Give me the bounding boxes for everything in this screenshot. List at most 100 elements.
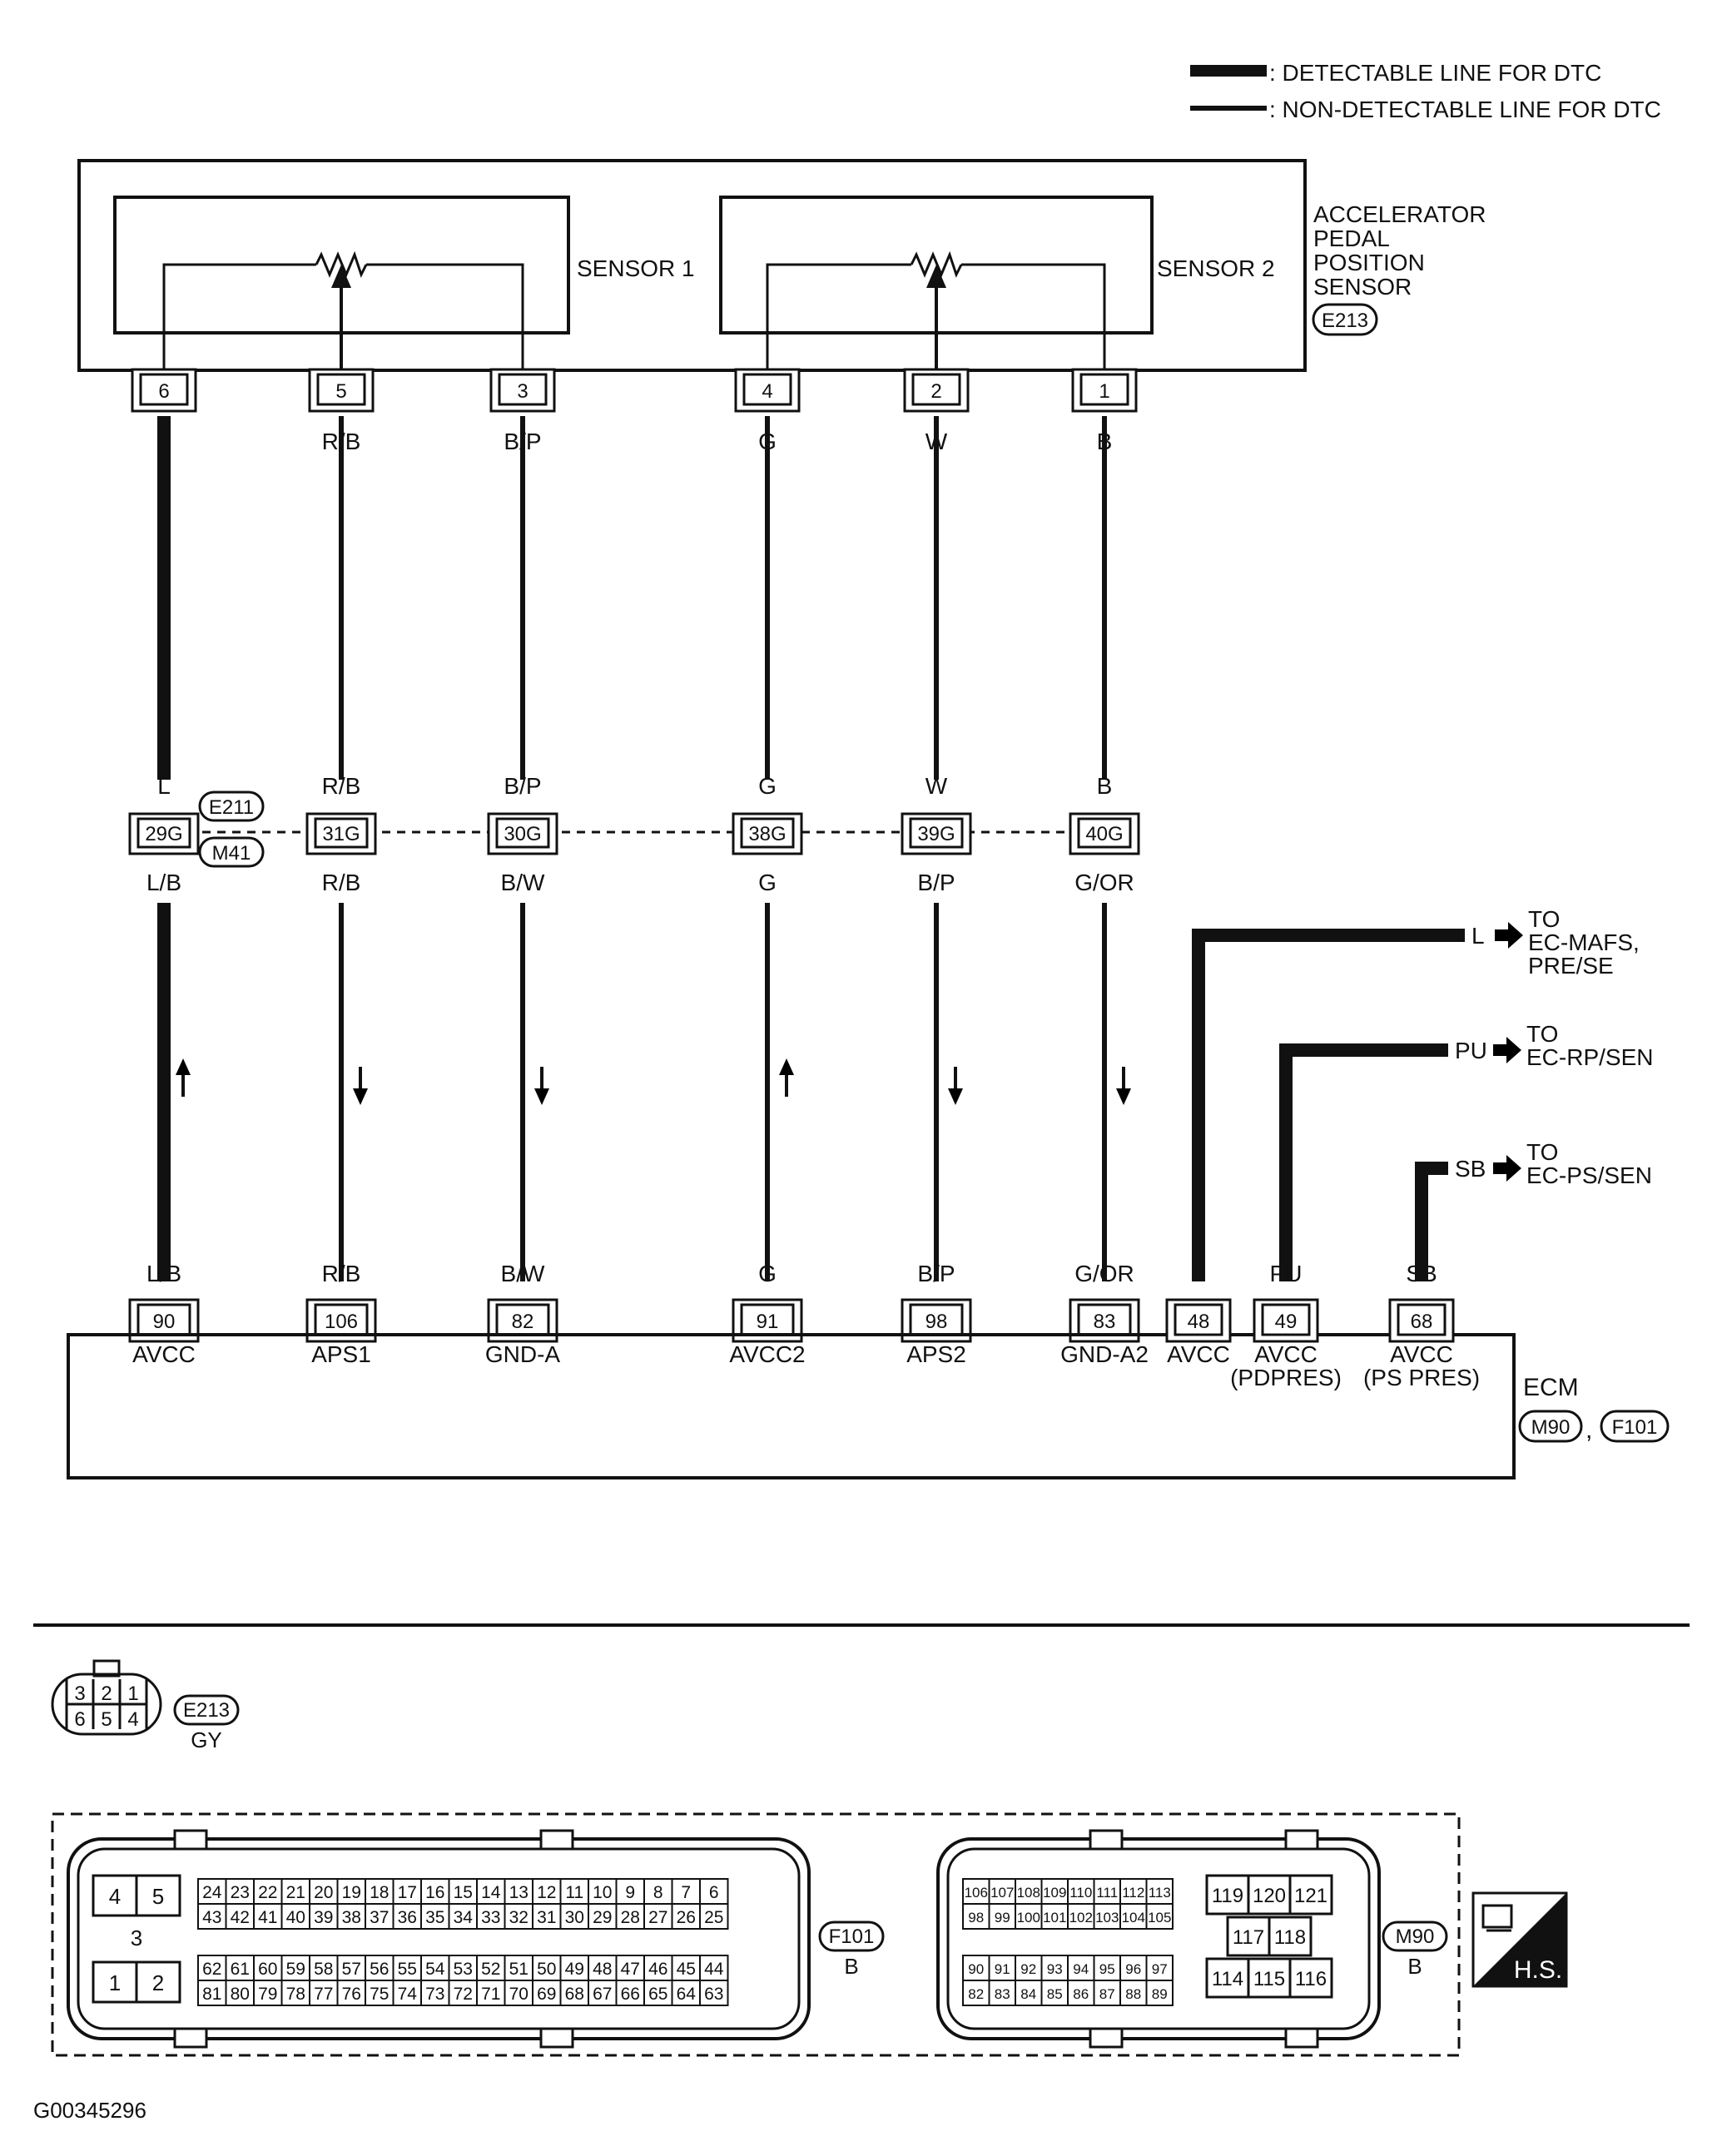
ecm-terminal-label: APS1 <box>311 1341 371 1367</box>
hs-badge-dark-half <box>1473 1893 1566 1986</box>
ecm-connector-dashed-outline <box>51 1812 1461 2057</box>
wire-color-label: L/B <box>146 1261 181 1286</box>
f101-pin: 38 <box>342 1908 361 1927</box>
legend-non-detectable-text: : NON-DETECTABLE LINE FOR DTC <box>1269 97 1661 122</box>
f101-tab <box>539 2027 574 2049</box>
f101-big-pin: 2 <box>152 1970 164 1995</box>
wire-color-label: W <box>925 429 948 454</box>
m90-big-pin: 119 <box>1212 1885 1243 1907</box>
joint-connector-top-id: E211 <box>209 796 254 819</box>
f101-pin: 15 <box>454 1883 473 1902</box>
f101-pin: 43 <box>202 1908 221 1927</box>
legend-detectable-text: : DETECTABLE LINE FOR DTC <box>1269 60 1601 86</box>
sensor1-resistor <box>315 250 368 278</box>
ecm-pin <box>1397 1303 1447 1336</box>
f101-pin: 37 <box>370 1908 389 1927</box>
sensor2-element-wire <box>766 263 911 383</box>
f101-pin: 31 <box>537 1908 556 1927</box>
m90-body-inner <box>946 1847 1371 2030</box>
f101-pin: 10 <box>593 1883 612 1902</box>
e213-connector-face: 3 2 1 6 5 4 E213 GY <box>51 1659 240 1752</box>
m90-id-badge <box>1382 1921 1448 1952</box>
m90-color: B <box>1407 1954 1422 1979</box>
m90-pin: 111 <box>1096 1885 1118 1901</box>
branch-destination-arrow <box>1493 1155 1521 1182</box>
sensor-pin-label: 4 <box>762 380 772 403</box>
ecm-terminal-label: (PS PRES) <box>1363 1365 1480 1390</box>
branch-wire <box>1192 929 1465 1281</box>
f101-pin: 24 <box>202 1883 222 1902</box>
f101-pin: 39 <box>314 1908 333 1927</box>
e213-pin: 4 <box>127 1708 138 1731</box>
m90-big-pin: 118 <box>1274 1926 1306 1949</box>
sensor-title-line-3: POSITION <box>1313 250 1425 275</box>
ecm-terminal-label: AVCC <box>1254 1341 1318 1367</box>
wire-color-label: L <box>1192 1261 1205 1286</box>
m90-big-pin: 120 <box>1253 1885 1286 1907</box>
wire-color-label: PU <box>1270 1261 1303 1286</box>
sensor-outer-box <box>77 159 1307 372</box>
sensor-pin-label: 2 <box>930 380 941 403</box>
f101-pin: 44 <box>704 1960 724 1979</box>
f101-pin: 64 <box>677 1985 697 2004</box>
sensor-pin <box>316 373 366 406</box>
branch-wire <box>1415 1162 1448 1281</box>
m90-pin: 90 <box>968 1961 984 1977</box>
ecm-pin-label: 90 <box>153 1311 176 1333</box>
m90-pin: 101 <box>1043 1910 1066 1926</box>
f101-pin: 69 <box>537 1985 556 2004</box>
m90-tab <box>1284 1829 1319 1851</box>
f101-big-cell <box>135 1874 181 1917</box>
wire-color-label: B/P <box>917 870 955 895</box>
figure-id: G00345296 <box>33 2098 146 2123</box>
wire-color-label: L/B <box>146 870 181 895</box>
sensor-title-line-1: ACCELERATOR <box>1313 201 1486 227</box>
wire-color-label: G <box>758 773 777 799</box>
ecm-connector-separator: , <box>1585 1416 1592 1444</box>
f101-pin: 52 <box>481 1960 500 1979</box>
m90-pin: 98 <box>968 1910 984 1926</box>
f101-pin: 59 <box>286 1960 305 1979</box>
sensor-pin-label: 3 <box>517 380 528 403</box>
m90-pin: 84 <box>1020 1986 1036 2002</box>
sensor2-element-wire-right <box>961 263 1106 383</box>
wire-color-label: G <box>758 429 777 454</box>
wire-color-label: R/B <box>322 870 361 895</box>
f101-big-pin: 5 <box>152 1884 164 1909</box>
ecm-pin-label: 68 <box>1411 1311 1433 1333</box>
m90-pin: 108 <box>1017 1885 1040 1901</box>
m90-big-pin: 117 <box>1233 1926 1264 1949</box>
ecm-connector-a-badge <box>1518 1410 1583 1443</box>
harness-icon <box>1481 1904 1513 1929</box>
f101-pin: 77 <box>314 1985 333 2004</box>
f101-pin: 21 <box>286 1883 305 1902</box>
f101-pin: 68 <box>565 1985 584 2004</box>
f101-pin: 22 <box>258 1883 277 1902</box>
m90-pin: 86 <box>1073 1986 1089 2002</box>
ecm-pin-label: 49 <box>1275 1311 1298 1333</box>
joint-pin <box>136 817 191 849</box>
m90-id: M90 <box>1396 1926 1435 1948</box>
f101-pin: 75 <box>370 1985 389 2004</box>
f101-pin: 51 <box>509 1960 528 1979</box>
f101-pin: 14 <box>481 1883 501 1902</box>
m90-big-cell <box>1288 1874 1333 1916</box>
f101-pin: 20 <box>314 1883 333 1902</box>
f101-pin: 9 <box>625 1883 635 1902</box>
wire-color-label: B <box>1097 773 1113 799</box>
e213-id-badge <box>173 1694 240 1726</box>
f101-pin-cell <box>699 1903 729 1930</box>
joint-pin <box>495 817 550 849</box>
f101-pin: 46 <box>648 1960 667 1979</box>
sensor-pin <box>742 373 792 406</box>
f101-pin: 61 <box>231 1960 250 1979</box>
wire-color-label: B/P <box>504 773 541 799</box>
wire-color-label: G/OR <box>1074 870 1134 895</box>
ecm-terminal-label: AVCC <box>1167 1341 1230 1367</box>
f101-pin: 30 <box>565 1908 584 1927</box>
wire-color-label: SB <box>1406 1261 1437 1286</box>
m90-pin: 103 <box>1095 1910 1119 1926</box>
f101-pin: 55 <box>398 1960 417 1979</box>
e213-key <box>92 1659 121 1678</box>
